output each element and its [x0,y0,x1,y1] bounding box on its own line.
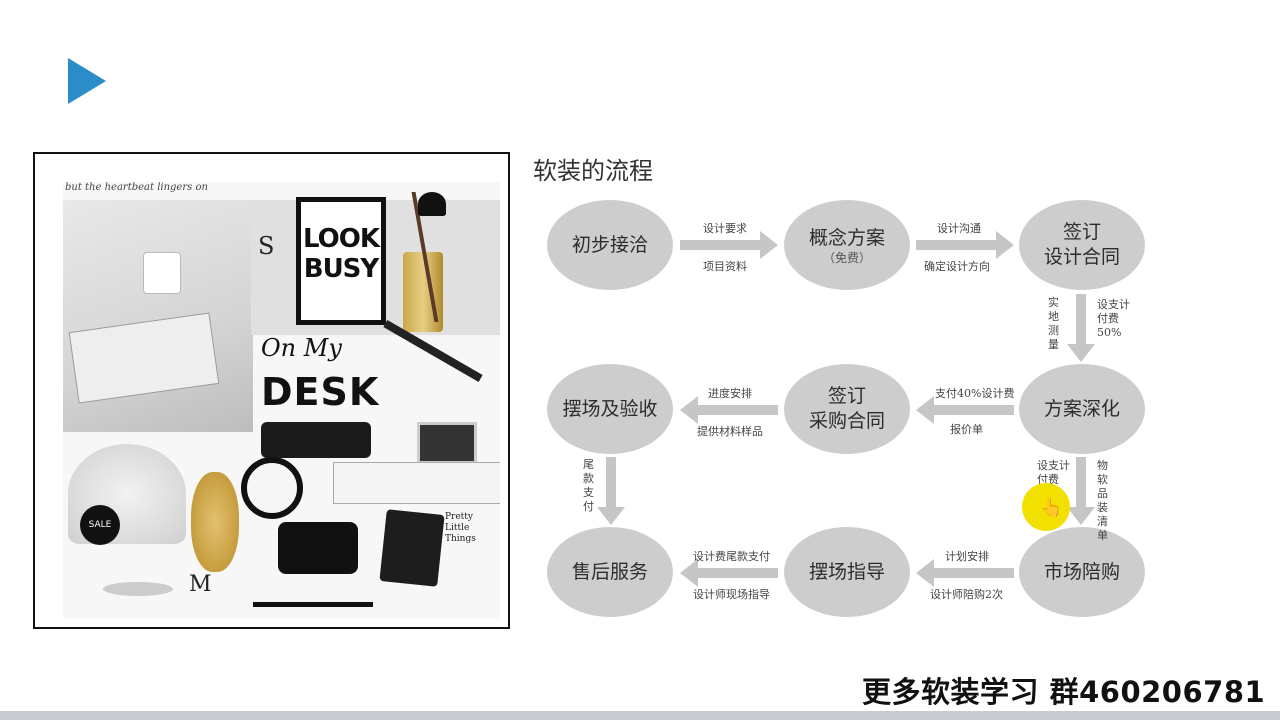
look-busy-poster: LOOK BUSY [296,197,386,325]
bottom-bar [0,711,1280,720]
node-placement-acceptance-label: 摆场及验收 [562,397,658,420]
arrow-2-top-label: 设计沟通 [937,222,981,235]
sale-badge: SALE [80,505,120,545]
node-sign-design-contract-line2: 设计合同 [1043,246,1120,268]
arrow-5-top-label: 进度安排 [708,387,752,400]
arrow-5-left [680,396,778,424]
arrow-4-top-label: 支付40%设计费 [935,387,1015,400]
arrow-3-right-label: 设支计付费50% [1097,298,1130,339]
pen-cup-shape [143,252,181,294]
node-concept-plan-label: 概念方案 [808,226,885,249]
candle-shape [278,522,358,574]
arrow-8-bottom-label: 设计师陪购2次 [930,588,1003,601]
arrow-4-bottom-label: 报价单 [950,423,983,436]
pineapple-shape [191,472,239,572]
pencil-case-shape [261,422,371,458]
node-scheme-deepening: 方案深化 [1019,364,1145,454]
arrow-9-top-label: 设计费尾款支付 [693,550,770,563]
play-icon[interactable] [68,58,106,104]
pen-shape [253,602,373,607]
desk-headline: DESK [261,370,380,414]
footer-promo: 更多软装学习 群460206781 [862,675,1266,709]
arrow-4-left [916,396,1014,424]
pencil-holder-shape [403,252,443,332]
arrow-1-right [680,231,778,259]
cursor-highlight [1022,483,1070,531]
dropcap-m: M [189,572,212,597]
node-after-sales: 售后服务 [547,527,673,617]
arrow-2-bottom-label: 确定设计方向 [924,260,990,273]
arrow-2-right [916,231,1014,259]
node-after-sales-label: 售后服务 [571,560,648,583]
node-market-accompany-label: 市场陪购 [1043,560,1120,583]
node-placement-guidance-label: 摆场指导 [808,560,885,583]
arrow-7-down [1067,457,1095,525]
scissors-shape [241,457,303,519]
lamp-head-shape [418,192,446,216]
arrow-5-bottom-label: 提供材料样品 [697,425,763,438]
arrow-7-right-label: 物软品装清单 [1097,459,1108,542]
node-scheme-deepening-label: 方案深化 [1043,397,1120,420]
white-desk-shape [333,462,500,504]
collage-canvas: but the heartbeat lingers on S LOOK BUSY… [63,182,500,619]
arrow-9-bottom-label: 设计师现场指导 [693,588,770,601]
magazine-title: Pretty Little Things [445,512,476,544]
chair-base-shape [103,582,173,596]
arrow-9-left [680,559,778,587]
node-sign-purchase-contract: 签订 采购合同 [784,364,910,454]
node-placement-acceptance: 摆场及验收 [547,364,673,454]
planner-shape [379,509,445,587]
collage-tagline: but the heartbeat lingers on [65,182,208,193]
node-concept-plan-sub: （免费） [822,250,871,265]
node-initial-contact: 初步接洽 [547,200,673,290]
flow-title: 软装的流程 [533,157,653,185]
node-sign-design-contract: 签订 设计合同 [1019,200,1145,290]
arrow-6-down [597,457,625,525]
arrow-3-down [1067,294,1095,362]
arrow-6-left-label: 尾款支付 [583,458,594,513]
node-concept-plan: 概念方案 （免费） [784,200,910,290]
node-placement-guidance: 摆场指导 [784,527,910,617]
node-market-accompany: 市场陪购 [1019,527,1145,617]
arrow-1-bottom-label: 项目资料 [703,260,747,273]
laptop-shape [417,422,477,464]
arrow-8-left [916,559,1014,587]
dropcap-s: S [258,232,275,260]
node-sign-purchase-contract-line1: 签订 [827,385,866,407]
arrow-3-left-label: 实地测量 [1048,296,1059,351]
node-sign-design-contract-line1: 签订 [1062,221,1101,243]
arrow-8-top-label: 计划安排 [945,550,989,563]
node-sign-purchase-contract-line2: 采购合同 [808,410,885,432]
mouse-cursor-icon: 👆 [1040,498,1063,519]
desk-collage-image: but the heartbeat lingers on S LOOK BUSY… [33,152,510,629]
node-initial-contact-label: 初步接洽 [571,233,648,256]
on-my-script: On My [261,334,342,362]
arrow-1-top-label: 设计要求 [703,222,747,235]
